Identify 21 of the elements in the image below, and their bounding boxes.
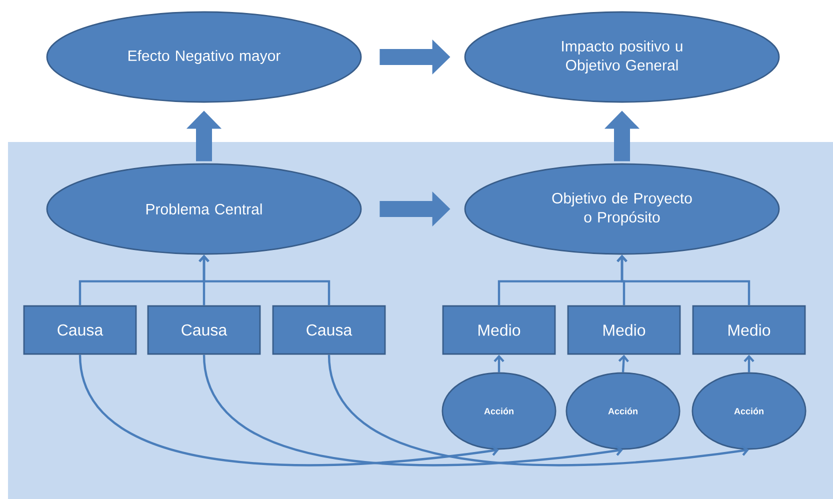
arrow — [618, 354, 629, 372]
curved-arrow — [328, 354, 749, 466]
oval-node: Efecto Negativo mayor — [46, 11, 362, 103]
arrow — [494, 354, 504, 372]
process-box: Causa — [147, 305, 261, 355]
connector-arrow — [616, 254, 750, 306]
process-box: Causa — [23, 305, 137, 355]
curved-arrow — [78, 354, 499, 466]
oval-node: Objetivo de Proyecto o Propósito — [464, 163, 780, 255]
process-box: Medio — [442, 305, 556, 355]
process-box: Medio — [567, 305, 681, 355]
action-oval: Acción — [442, 372, 556, 450]
connector-arrow — [198, 254, 330, 306]
oval-node: Problema Central — [46, 163, 362, 255]
curved-arrow — [202, 354, 623, 466]
action-oval: Acción — [566, 372, 680, 450]
process-box: Causa — [272, 305, 386, 355]
process-box: Medio — [692, 305, 806, 355]
action-oval: Acción — [692, 372, 806, 450]
arrow — [744, 354, 754, 372]
oval-node: Impacto positivo u Objetivo General — [464, 11, 780, 103]
